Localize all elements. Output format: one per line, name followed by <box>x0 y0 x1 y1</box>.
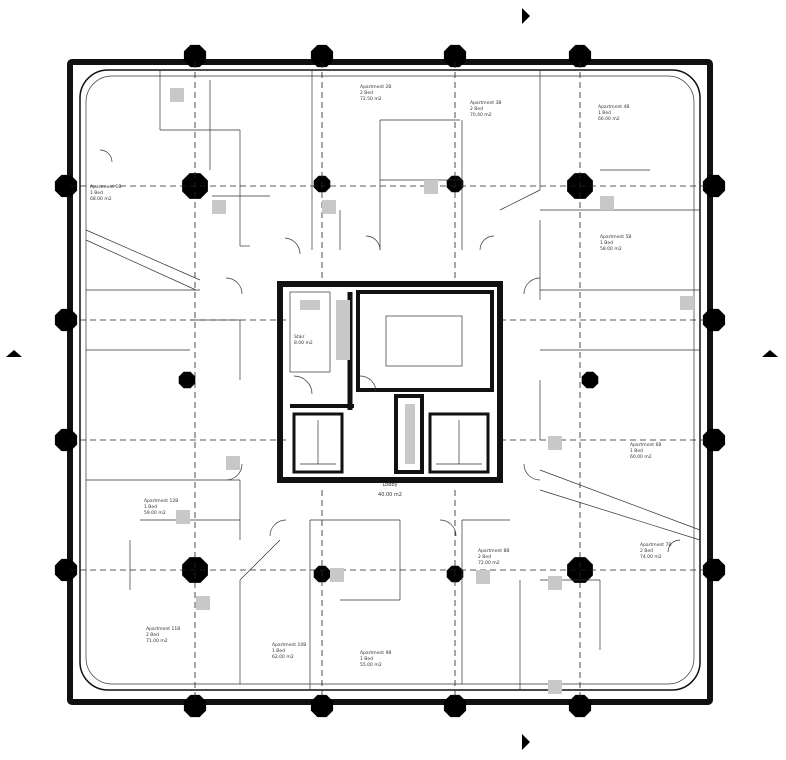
unit-label-11-name: Apartment 11B <box>146 626 180 632</box>
unit-label-12-sub: 1 Bed <box>144 504 157 510</box>
unit-label-5-area: 58.00 m2 <box>600 246 622 252</box>
column-top-1 <box>183 44 207 68</box>
central-core <box>277 281 503 483</box>
core-label-area: 40.00 m2 <box>378 492 402 498</box>
unit-label-1-sub: 1 Bed <box>90 190 103 196</box>
unit-labels: Apartment 1B 1 Bed 68.00 m2 Apartment 2B… <box>90 84 671 668</box>
column-top-2 <box>310 44 334 68</box>
unit-label-11-area: 71.00 m2 <box>146 638 168 644</box>
core-label-name: Lobby <box>382 482 397 488</box>
unit-label-12-area: 59.00 m2 <box>144 510 166 516</box>
unit-label-2-name: Apartment 2B <box>360 84 391 90</box>
unit-label-6-sub: 1 Bed <box>630 448 643 454</box>
column-left-3 <box>54 428 78 452</box>
marker-arrow-right <box>762 350 778 357</box>
unit-label-5-sub: 1 Bed <box>600 240 613 246</box>
unit-label-7-area: 74.00 m2 <box>640 554 662 560</box>
structural-grid <box>70 62 710 700</box>
unit-label-4-area: 66.00 m2 <box>598 116 620 122</box>
unit-label-7-sub: 2 Bed <box>640 548 653 554</box>
column-interior-e <box>581 371 599 389</box>
column-left-1 <box>54 174 78 198</box>
unit-label-12-name: Apartment 12B <box>144 498 178 504</box>
unit-label-2-area: 72.50 m2 <box>360 96 382 102</box>
column-bottom-3 <box>443 694 467 718</box>
column-interior-w <box>178 371 196 389</box>
unit-label-9-name: Apartment 9B <box>360 650 391 656</box>
unit-label-4-name: Apartment 4B <box>598 104 629 110</box>
unit-label-3-name: Apartment 3B <box>470 100 501 106</box>
unit-label-9-sub: 1 Bed <box>360 656 373 662</box>
unit-label-6-area: 60.00 m2 <box>630 454 652 460</box>
unit-label-9-area: 55.00 m2 <box>360 662 382 668</box>
unit-label-7-name: Apartment 7B <box>640 542 671 548</box>
interior-columns <box>178 173 599 583</box>
unit-label-2-sub: 2 Bed <box>360 90 373 96</box>
wet-areas <box>170 88 694 694</box>
column-bottom-4 <box>568 694 592 718</box>
building-envelope <box>67 59 713 705</box>
partitions <box>85 70 701 690</box>
unit-label-10-name: Apartment 10B <box>272 642 306 648</box>
column-right-1 <box>702 174 726 198</box>
unit-label-8-sub: 2 Bed <box>478 554 491 560</box>
marker-arrow-left <box>6 350 22 357</box>
column-left-4 <box>54 558 78 582</box>
unit-label-4-sub: 1 Bed <box>598 110 611 116</box>
unit-label-10-sub: 1 Bed <box>272 648 285 654</box>
unit-label-3-sub: 2 Bed <box>470 106 483 112</box>
perimeter-columns <box>54 44 726 718</box>
unit-label-5-name: Apartment 5B <box>600 234 631 240</box>
marker-arrow-top <box>522 8 530 24</box>
column-top-4 <box>568 44 592 68</box>
column-right-4 <box>702 558 726 582</box>
unit-label-10-area: 62.00 m2 <box>272 654 294 660</box>
door-swings <box>99 149 681 553</box>
column-right-3 <box>702 428 726 452</box>
unit-label-3-area: 70.40 m2 <box>470 112 492 118</box>
unit-label-8-name: Apartment 8B <box>478 548 509 554</box>
column-left-2 <box>54 308 78 332</box>
marker-arrow-bottom <box>522 734 530 750</box>
column-top-3 <box>443 44 467 68</box>
unit-label-8-area: 72.00 m2 <box>478 560 500 566</box>
column-bottom-1 <box>183 694 207 718</box>
unit-label-11-sub: 2 Bed <box>146 632 159 638</box>
unit-label-1-area: 68.00 m2 <box>90 196 112 202</box>
unit-label-6-name: Apartment 6B <box>630 442 661 448</box>
column-bottom-2 <box>310 694 334 718</box>
stair-label-area: 8.00 m2 <box>294 340 313 346</box>
unit-label-1-name: Apartment 1B <box>90 184 121 190</box>
column-right-2 <box>702 308 726 332</box>
stair-label-name: Stair <box>294 334 305 340</box>
